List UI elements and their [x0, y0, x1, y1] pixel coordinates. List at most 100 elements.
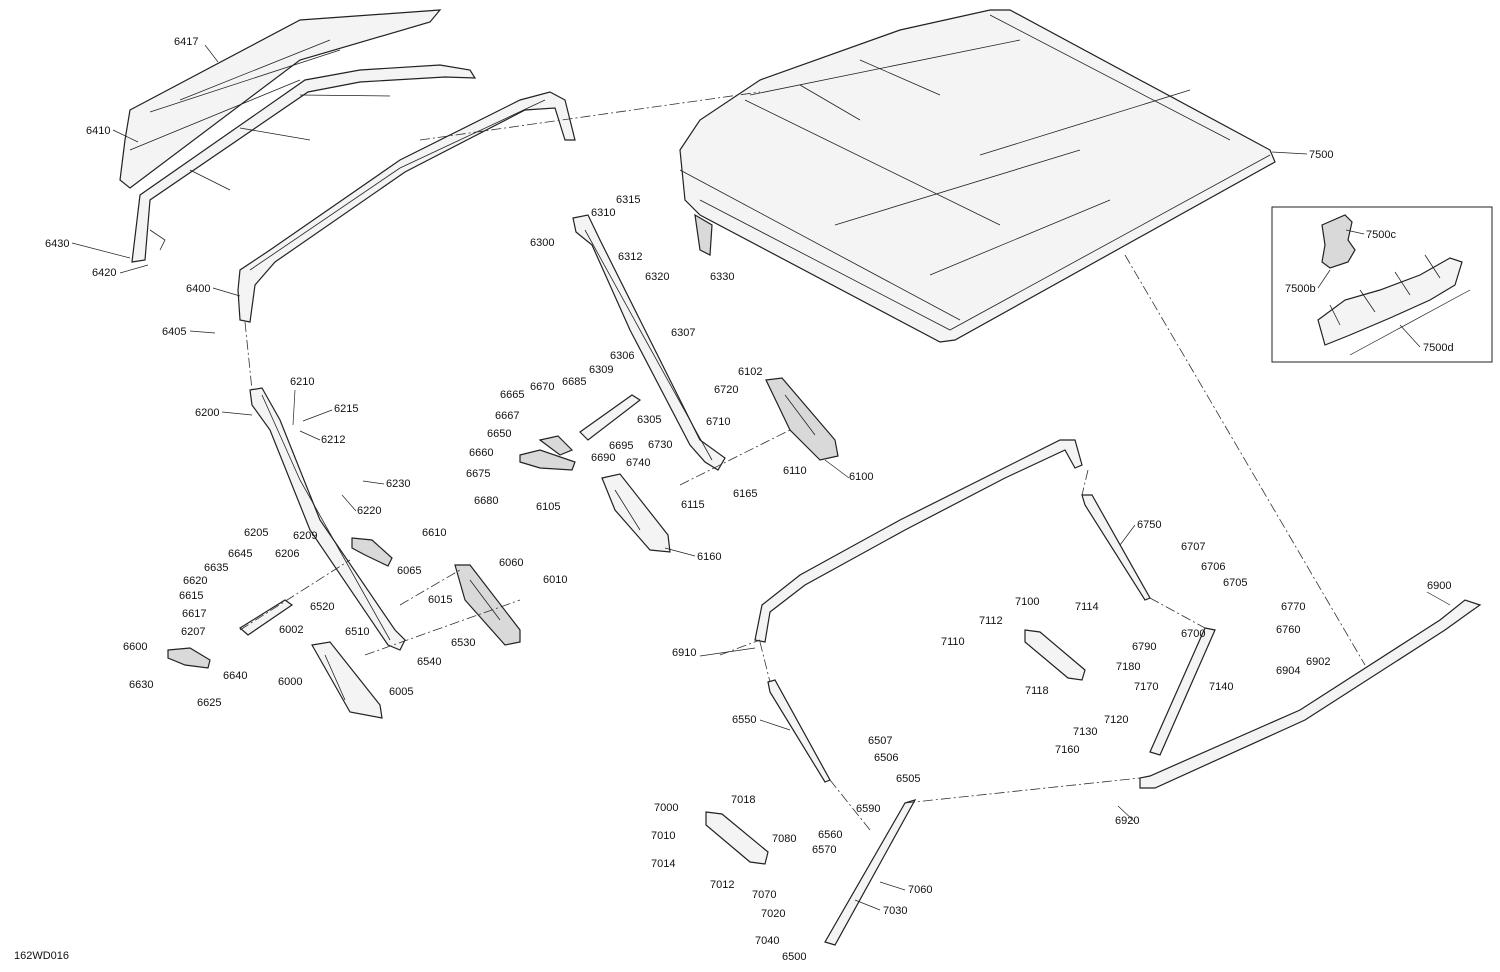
part-label: 6505 [896, 773, 920, 785]
door-panel-6160 [601, 473, 671, 553]
part-label: 6005 [389, 686, 413, 698]
part-label: 7018 [731, 794, 755, 806]
alignment-lines [239, 91, 1366, 831]
part-label: 7100 [1015, 596, 1039, 608]
strut-6305 [579, 394, 642, 441]
part-label: 6210 [290, 376, 314, 388]
part-label: 6600 [123, 641, 147, 653]
part-label: 7060 [908, 884, 932, 896]
part-label: 6305 [637, 414, 661, 426]
part-label: 7110 [941, 636, 965, 648]
side-rail-6750 [1081, 494, 1151, 601]
rail-6900-right [1139, 599, 1482, 789]
front-bow-6400 [237, 91, 576, 323]
part-label: 7014 [651, 858, 675, 870]
soft-top-panel-6417 [119, 9, 442, 189]
part-label: 6750 [1137, 519, 1161, 531]
part-label: 6220 [357, 505, 381, 517]
part-label: 6700 [1181, 628, 1205, 640]
hinge-6100 [765, 377, 839, 461]
part-label: 6200 [195, 407, 219, 419]
part-label: 6160 [697, 551, 721, 563]
part-label: 7140 [1209, 681, 1233, 693]
part-label: 6500 [782, 951, 806, 963]
part-label: 7000 [654, 802, 678, 814]
inset-label: 7500d [1423, 342, 1454, 354]
part-label: 7010 [651, 830, 675, 842]
part-label: 6617 [182, 608, 206, 620]
part-label: 6310 [591, 207, 615, 219]
hinge-6060 [454, 564, 521, 646]
part-label: 6680 [474, 495, 498, 507]
part-label: 6215 [334, 403, 358, 415]
leader-lines [71, 44, 1451, 911]
part-label: 6720 [714, 384, 738, 396]
part-label: 6207 [181, 626, 205, 638]
part-label: 7112 [979, 615, 1003, 627]
part-label: 6065 [397, 565, 421, 577]
part-label: 6230 [386, 478, 410, 490]
part-label: 6706 [1201, 561, 1225, 573]
part-label: 6540 [417, 656, 441, 668]
part-label: 6902 [1306, 656, 1330, 668]
part-label: 6105 [536, 501, 560, 513]
part-label: 6010 [543, 574, 567, 586]
part-label: 6707 [1181, 541, 1205, 553]
part-label: 6640 [223, 670, 247, 682]
part-label: 6570 [812, 844, 836, 856]
part-label: 6530 [451, 637, 475, 649]
part-label: 7180 [1116, 661, 1140, 673]
inset-label: 7500c [1366, 229, 1396, 241]
part-label: 6100 [849, 471, 873, 483]
part-label: 6209 [293, 530, 317, 542]
part-label: 6307 [671, 327, 695, 339]
part-label: 6690 [591, 452, 615, 464]
part-label: 6760 [1276, 624, 1300, 636]
part-label: 6645 [228, 548, 252, 560]
part-label: 6430 [45, 238, 69, 250]
side-rail-6550 [767, 679, 831, 783]
part-label: 6206 [275, 548, 299, 560]
windshield-upper-bow [754, 439, 1083, 643]
part-label: 6320 [645, 271, 669, 283]
door-panel-6000 [311, 641, 383, 719]
part-label: 6630 [129, 679, 153, 691]
part-label: 6315 [616, 194, 640, 206]
part-label: 6667 [495, 410, 519, 422]
part-label: 6000 [278, 676, 302, 688]
part-label: 6410 [86, 125, 110, 137]
part-label: 6506 [874, 752, 898, 764]
left-pillar-6200 [249, 387, 406, 651]
part-label: 6650 [487, 428, 511, 440]
part-label: 6165 [733, 488, 757, 500]
post-6500 [824, 799, 917, 946]
part-label: 7020 [761, 908, 785, 920]
part-label: 6620 [183, 575, 207, 587]
part-label: 6002 [279, 624, 303, 636]
part-label: 6560 [818, 829, 842, 841]
part-label: 6625 [197, 697, 221, 709]
clip-inset-box [1271, 206, 1493, 363]
part-label: 6900 [1427, 580, 1451, 592]
handle-7100 [1024, 629, 1086, 681]
center-pillar-6300 [572, 214, 726, 471]
part-label: 6330 [710, 271, 734, 283]
part-label: 7170 [1134, 681, 1158, 693]
part-label: 7070 [752, 889, 776, 901]
drawing-code: 162WD016 [14, 950, 70, 962]
part-label: 6665 [500, 389, 524, 401]
part-label: 6675 [466, 468, 490, 480]
part-label: 6705 [1223, 577, 1247, 589]
part-label: 6309 [589, 364, 613, 376]
inset-label: 7500b [1285, 283, 1316, 295]
part-label: 6507 [868, 735, 892, 747]
post-6700 [1149, 627, 1216, 756]
part-label: 6590 [856, 803, 880, 815]
part-label: 6102 [738, 366, 762, 378]
part-label: 7500 [1309, 149, 1333, 161]
handle-7000 [705, 811, 769, 865]
part-label: 6730 [648, 439, 672, 451]
part-label: 7012 [710, 879, 734, 891]
part-label: 6015 [428, 594, 452, 606]
